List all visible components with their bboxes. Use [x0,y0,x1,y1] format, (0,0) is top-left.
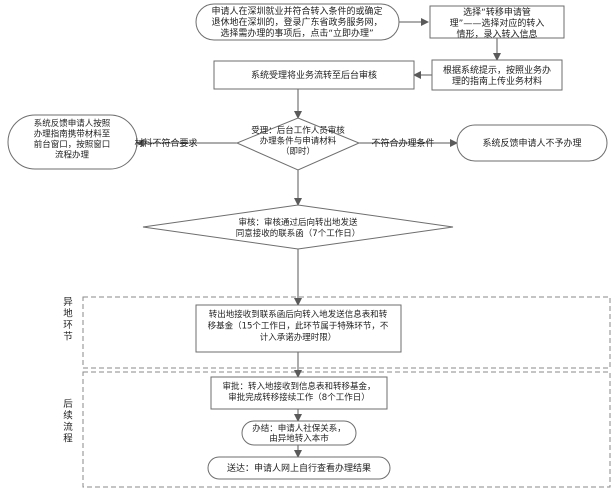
finish-node [241,420,357,446]
text-line: 异 [63,297,73,308]
text-line: 选择需办理的事项后，点击“立即办理” [220,27,373,39]
text-line: 环 [63,320,73,331]
accept-flow-node [213,60,415,90]
text-line: 移基金（15个工作日，此环节属于特殊环节，不 [208,321,389,332]
text-line: 申请人在深圳就业并符合转入条件的或确定 [211,5,382,17]
text-line: 退休地在深圳的，登录广东省政务服务网， [211,16,382,28]
text-line: 理”——选择对应的转入 [450,17,545,29]
text-line: 受理：后台工作人员审核 [251,125,345,136]
text-line: 节 [63,332,73,343]
right-note-node [456,124,608,162]
upload-node-text: 根据系统提示，按照业务办理的指南上传业务材料 [443,64,551,87]
text-line: 理的指南上传业务材料 [452,75,542,87]
text-line: 系统受理将业务流转至后台审核 [251,69,377,81]
deliver-node [207,456,391,480]
approve-node [210,376,388,410]
text-line: 转出地接收到联系函后向转入地发送信息表和转 [209,309,388,320]
audit-decision-node [142,204,454,250]
text-line: 由异地转入本市 [269,433,329,444]
finish-node-text: 办结：申请人社保关系，由异地转入本市 [252,423,346,444]
text-line: 同意接收的联系函（7个工作日） [236,228,360,239]
review-node-text: 受理：后台工作人员审核办理条件与申请材料（即时） [251,125,345,157]
text-line: 系统反馈申请人不予办理 [482,137,581,149]
text-line: 情形，录入转入信息 [456,28,537,40]
text-line: 办理指南携带材料至 [34,129,111,140]
deliver-node-text: 送达：申请人网上自行查看办理结果 [227,462,371,474]
text-line: 计入承诺办理时限） [260,332,337,343]
edge-label-not-meet-materials: 材料不符合要求 [134,137,197,149]
text-line: 地 [63,308,73,320]
text-line: 送达：申请人网上自行查看办理结果 [227,462,371,474]
start-node-text: 申请人在深圳就业并符合转入条件的或确定退休地在深圳的，登录广东省政务服务网，选择… [211,5,382,39]
text-line: 续 [63,410,73,422]
text-line: 程 [63,434,73,445]
text-line: （即时） [281,146,315,157]
upload-node [431,59,563,91]
offsite-section-label: 异地环节 [63,297,73,343]
transfer-out-node [195,304,402,353]
approve-node-text: 审批：转入地接收到信息表和转移基金，审批完成转移接续工作（8个工作日） [222,381,375,403]
start-node [195,3,400,41]
audit-node-text: 审核：审核通过后向转出地发送同意接收的联系函（7个工作日） [236,217,360,239]
text-line: 选择“转移申请管 [463,6,531,18]
review-decision-node [235,117,361,171]
text-line: 办理条件与申请材料 [260,136,337,147]
text-line: 根据系统提示，按照业务办 [443,64,551,76]
left-note-node [7,114,138,170]
left-note-node-text: 系统反馈申请人按照办理指南携带材料至前台窗口，按照窗口流程办理 [34,118,111,161]
text-line: 审批：转入地接收到信息表和转移基金， [222,381,375,392]
followup-section-frame [82,371,611,488]
text-line: 系统反馈申请人按照 [34,118,111,129]
select-node [429,5,565,39]
text-line: 审批完成转移接续工作（8个工作日） [228,392,369,403]
edge-label-not-meet-conditions: 不符合办理条件 [371,137,434,149]
text-line: 流程办理 [55,150,90,161]
text-line: 办结：申请人社保关系， [252,423,346,434]
accept-flow-node-text: 系统受理将业务流转至后台审核 [251,69,377,81]
followup-section-label: 后续流程 [63,399,73,445]
transfer-out-node-text: 转出地接收到联系函后向转入地发送信息表和转移基金（15个工作日，此环节属于特殊环… [208,309,389,343]
text-line: 审核：审核通过后向转出地发送 [238,217,358,228]
right-note-node-text: 系统反馈申请人不予办理 [482,137,581,149]
text-line: 流 [63,421,73,433]
offsite-section-frame [82,296,611,369]
text-line: 后 [63,399,73,410]
text-line: 前台窗口，按照窗口 [34,139,111,150]
select-node-text: 选择“转移申请管理”——选择对应的转入情形，录入转入信息 [450,6,545,40]
